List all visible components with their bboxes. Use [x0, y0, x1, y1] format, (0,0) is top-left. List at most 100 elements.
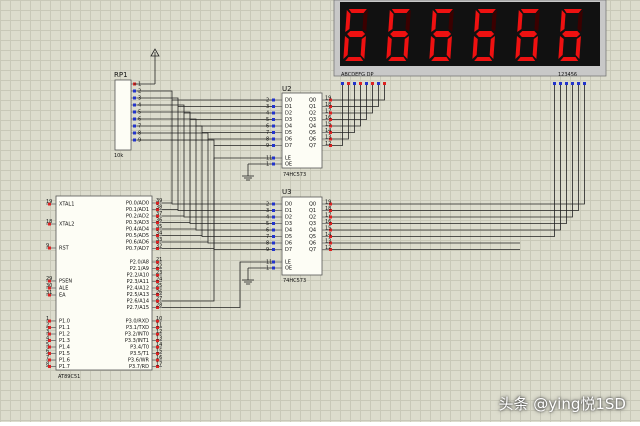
latch-pin-dot: [329, 209, 332, 212]
latch-pin-dot: [272, 202, 275, 206]
latch-pin-dot: [329, 124, 332, 128]
mcu-pin-label: P0.2/AD2: [126, 214, 149, 220]
mcu-pin-dot: [48, 332, 51, 336]
latch-in-num: 6: [266, 124, 269, 130]
mcu-pin-label: P3.3/INT1: [125, 338, 149, 344]
latch-out-label: Q5: [309, 130, 316, 136]
seven-segment-display[interactable]: ABCDEFG DP 123456: [333, 0, 607, 85]
mcu-pin-dot: [156, 208, 159, 211]
mcu-pin-label: P1.4: [59, 345, 70, 351]
segment-f: [345, 10, 351, 32]
mcu-pin-label: P0.7/AD7: [126, 246, 149, 252]
mcu-pin-num: 1: [46, 316, 49, 322]
mcu-pin-label: P3.4/T0: [130, 345, 149, 351]
mcu-pin-label: P2.2/A10: [127, 273, 149, 279]
latch-out-num: 16: [325, 219, 331, 225]
mcu-body: [55, 195, 153, 371]
u3-body: [281, 196, 323, 276]
latch-pin-dot: [272, 162, 275, 166]
rp1-pin-dot: [133, 89, 136, 93]
mcu-pin-dot: [48, 202, 51, 206]
latch-in-label: D1: [285, 208, 292, 214]
rp1-pin-num: 8: [138, 131, 141, 137]
latch-ctrl-num: 1: [266, 162, 269, 168]
segment-b: [362, 10, 368, 32]
mcu-pin-dot: [156, 319, 159, 323]
mcu-pin-num: 28: [156, 303, 162, 309]
mcu-pin-num: 33: [156, 237, 162, 243]
latch-out-label: Q1: [309, 104, 316, 110]
mcu-pin-label: RST: [59, 246, 70, 252]
digit-2: [386, 9, 411, 61]
segment-a: [391, 9, 410, 13]
mcu-pin-num: 15: [156, 349, 162, 355]
latch-pin-dot: [272, 98, 275, 102]
rp1-pin-num: 5: [138, 110, 141, 116]
segment-e: [429, 36, 435, 59]
digit-4: [472, 9, 497, 61]
mcu-pin-dot: [156, 306, 159, 309]
display-face: [340, 2, 600, 66]
mcu-pin-num: 39: [156, 198, 162, 204]
mcu-pin-num: 35: [156, 224, 162, 230]
mcu-pin-dot: [156, 240, 159, 244]
mcu-pin-num: 22: [156, 264, 162, 270]
mcu-pin-num: 25: [156, 283, 162, 289]
rp1-value: 10k: [114, 153, 123, 159]
rp1-pin-dot: [133, 117, 136, 121]
latch-out-label: Q3: [309, 221, 316, 227]
vcc-symbol: [134, 48, 160, 85]
mcu-pin-dot: [156, 365, 159, 368]
mcu-pin-label: PSEN: [59, 279, 72, 285]
latch-ctrl-num: 11: [266, 260, 272, 266]
latch-out-num: 13: [325, 135, 331, 141]
mcu-pin-num: 5: [46, 342, 49, 348]
segment-g: [390, 31, 409, 37]
latch-pin-dot: [329, 241, 332, 245]
latch-out-num: 18: [325, 206, 331, 212]
mcu-pin-num: 36: [156, 218, 162, 224]
seg-pin-3: [353, 82, 356, 85]
mcu-pin-dot: [156, 227, 159, 231]
mcu-pin-num: 21: [156, 257, 162, 263]
mcu-pin-dot: [156, 293, 159, 296]
mcu-name: AT89C51: [58, 374, 80, 380]
mcu-pin-num: 30: [46, 283, 52, 289]
digit-pin-6: [583, 82, 586, 85]
u2-body: [281, 92, 323, 169]
wires: [137, 85, 585, 308]
mcu-pin-num: 12: [156, 329, 162, 335]
digit-pin-label: 123456: [558, 72, 577, 78]
latch-pin-dot: [272, 111, 275, 115]
latch-pin-dot: [329, 228, 332, 232]
latch-out-label: Q4: [309, 124, 316, 130]
rp1-body: [114, 79, 132, 151]
latch-out-label: Q4: [309, 228, 316, 234]
mcu-pin-label: P2.6/A14: [127, 299, 149, 305]
mcu-pin-label: P0.1/AD1: [126, 207, 149, 213]
latch-in-label: D3: [285, 221, 292, 227]
latch-ctrl-num: 1: [266, 266, 269, 272]
latch-pin-dot: [272, 124, 275, 128]
latch-in-label: D5: [285, 130, 292, 136]
digit-3: [429, 9, 454, 61]
latch-pin-dot: [329, 248, 332, 251]
mcu-pin-dot: [156, 345, 159, 349]
latch-in-label: D7: [285, 143, 292, 149]
mcu-pin-num: 38: [156, 205, 162, 211]
latch-pin-dot: [329, 131, 332, 134]
segment-c: [360, 36, 366, 59]
latch-in-label: D4: [285, 124, 292, 130]
rp1-pin-num: 9: [138, 138, 141, 144]
mcu-pin-num: 9: [46, 243, 49, 249]
mcu-pin-label: P3.2/INT0: [125, 332, 149, 338]
mcu-pin-label: P2.1/A9: [130, 266, 149, 272]
